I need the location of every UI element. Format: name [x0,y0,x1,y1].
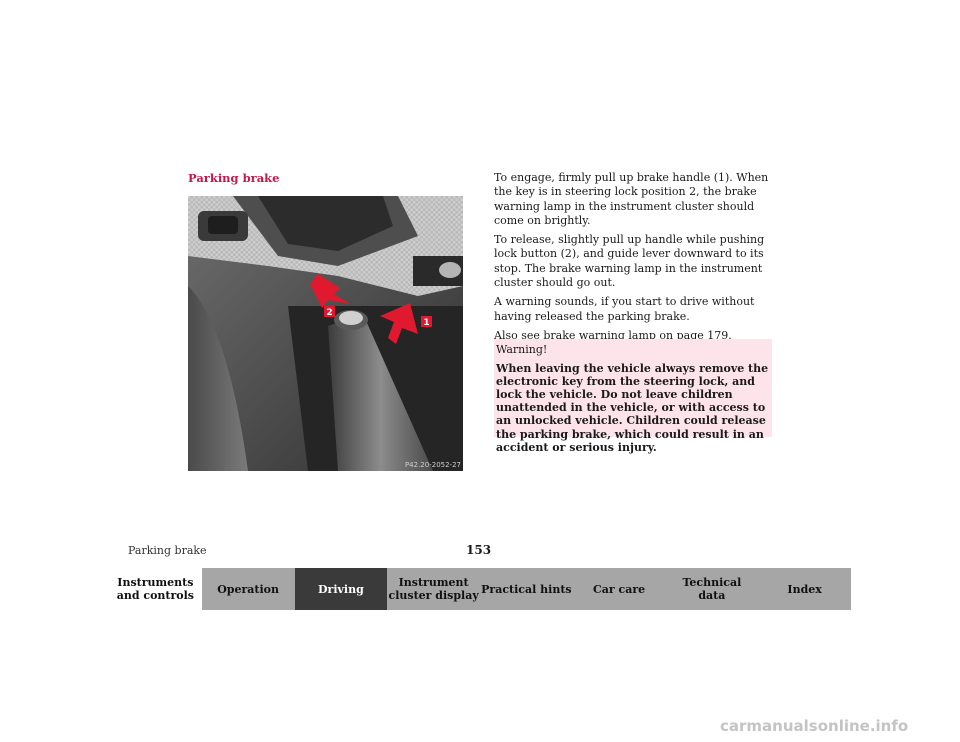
paragraph-warning-sound: A warning sounds, if you start to drive … [494,295,755,323]
tab-practical-hints[interactable]: Practical hints [480,568,573,610]
body-text: To engage, firmly pull up brake handle (… [494,171,776,348]
tab-driving[interactable]: Driving [294,568,388,610]
tab-car-care[interactable]: Car care [572,568,666,610]
parking-brake-photo: 2 1 P42.20-2052-27 [188,196,463,471]
paragraph-see-also: Also see brake warning lamp on page 179. [494,328,732,342]
tab-operation[interactable]: Operation [201,568,295,610]
tab-label: Practical hints [481,582,572,596]
figure-code: P42.20-2052-27 [405,461,461,469]
tab-index[interactable]: Index [758,568,851,610]
callout-2: 2 [326,308,332,318]
paragraph-engage: To engage, firmly pull up brake handle (… [494,171,769,227]
tab-label-line2: data [698,589,726,602]
tab-label: Car care [593,582,646,596]
callout-1: 1 [423,318,429,328]
tab-label-line1: Technical [682,576,742,589]
warning-text: When leaving the vehicle always remove t… [496,362,769,454]
tab-label-line1: Instruments [117,576,194,589]
tab-label: Driving [317,582,364,596]
tab-label: Index [787,582,822,596]
tab-label-line2: and controls [116,589,194,602]
tab-label-line2: cluster display [388,589,479,602]
page-number: 153 [466,543,492,557]
warning-title: Warning! [496,343,548,356]
watermark: carmanualsonline.info [720,717,909,735]
tab-label-line1: Instrument [398,576,469,589]
paragraph-release: To release, slightly pull up handle whil… [494,233,765,290]
section-title: Parking brake [188,171,280,185]
tab-label: Operation [217,582,280,596]
warning-box: Warning! When leaving the vehicle always… [494,339,772,454]
footer-section-label: Parking brake [128,544,207,557]
